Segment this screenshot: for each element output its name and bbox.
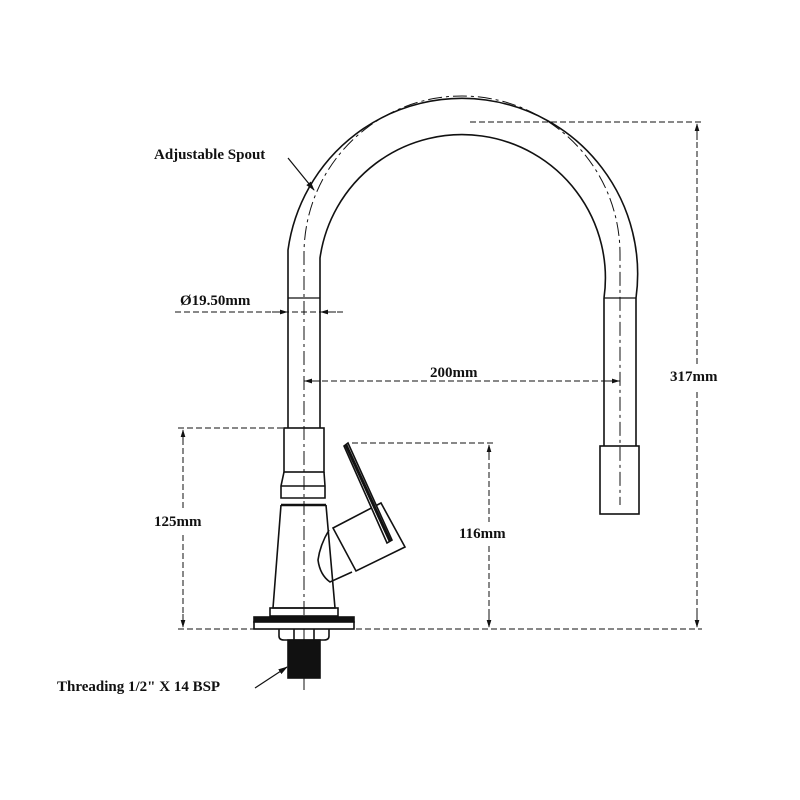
body-height-label: 125mm: [152, 514, 204, 530]
body-collar: [283, 427, 325, 473]
threading-label: Threading 1/2" X 14 BSP: [57, 679, 221, 695]
spout: [287, 97, 640, 515]
spout-reach-label: 200mm: [430, 365, 478, 381]
dimension-arrows: [180, 123, 700, 689]
lever-handle: [317, 441, 407, 583]
dimension-lines: [175, 121, 702, 630]
spout-outer-arc: [287, 97, 639, 299]
spray-head: [599, 445, 640, 515]
handle-height-label: 116mm: [457, 526, 508, 542]
spout-centerline: [303, 95, 621, 640]
diameter-label: Ø19.50mm: [180, 293, 251, 309]
body-ring: [280, 471, 326, 499]
spout-inner-arc: [319, 133, 607, 299]
handle-cartridge: [331, 501, 407, 573]
threaded-shank: [287, 639, 321, 679]
faucet-body: [253, 427, 355, 690]
total-height-label: 317mm: [668, 369, 720, 385]
handle-hub: [317, 529, 353, 583]
adjustable-spout-label: Adjustable Spout: [154, 147, 266, 163]
